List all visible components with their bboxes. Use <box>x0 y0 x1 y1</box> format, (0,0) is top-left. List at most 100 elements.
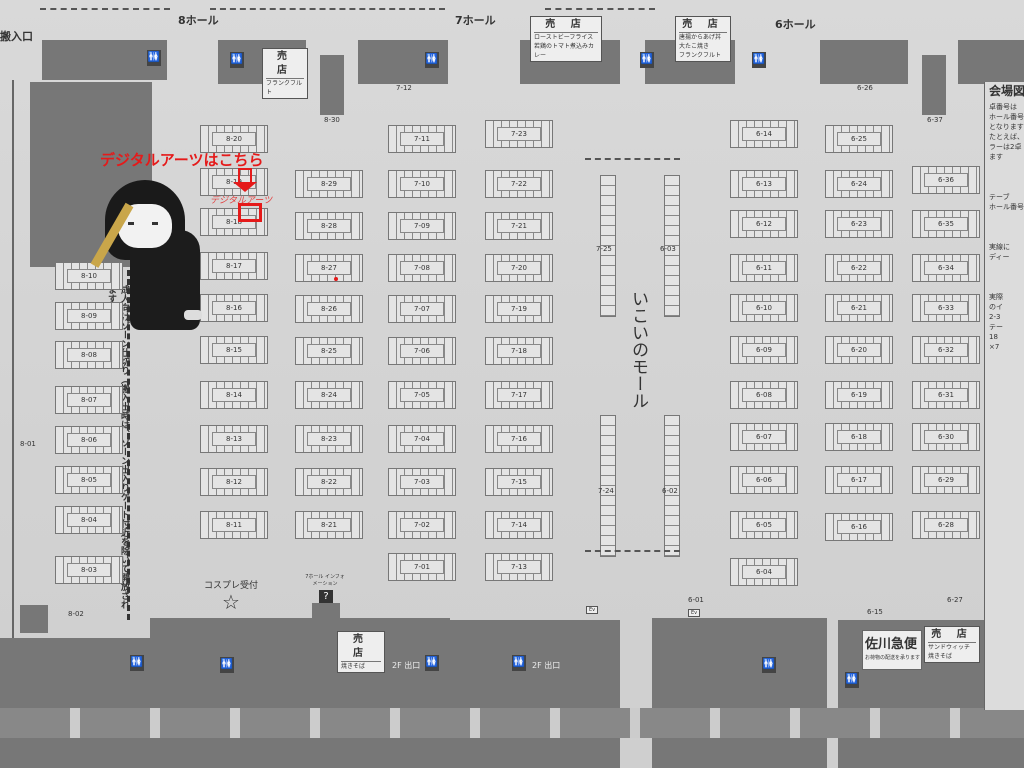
booth-island-7-16: 7-16 <box>485 425 553 453</box>
mall-arrow <box>585 158 680 160</box>
panel-line: ディー <box>989 253 1010 261</box>
panel-line: ホール番号 <box>989 203 1024 211</box>
booth-island-7-14: 7-14 <box>485 511 553 539</box>
island-label: 8-24 <box>307 388 351 402</box>
wall-block <box>0 638 150 768</box>
booth-island-7-20: 7-20 <box>485 254 553 282</box>
panel-line: 実線に <box>989 243 1010 251</box>
booth-island-8-21: 8-21 <box>295 511 363 539</box>
restroom-icon: 🚻 <box>230 52 244 68</box>
island-label: 7-10 <box>400 177 444 191</box>
island-label: 7-23 <box>497 127 541 141</box>
booth-island-7-21: 7-21 <box>485 212 553 240</box>
elevator-label: Ev <box>688 609 701 617</box>
booth-island-7-22: 7-22 <box>485 170 553 198</box>
island-label: 6-34 <box>924 261 968 275</box>
panel-line: 実際 <box>989 293 1003 301</box>
island-label: 6-26 <box>857 84 873 92</box>
island-label: 6-22 <box>837 261 881 275</box>
wall-block <box>958 40 1024 84</box>
booth-island-6-07: 6-07 <box>730 423 798 451</box>
restroom-icon: 🚻 <box>147 50 161 66</box>
booth-strip-6-03 <box>664 175 680 317</box>
booth-island-7-06: 7-06 <box>388 337 456 365</box>
booth-island-7-04: 7-04 <box>388 425 456 453</box>
shop-item: 焼きそば <box>928 653 953 660</box>
booth-island-8-04: 8-04 <box>55 506 123 534</box>
panel-line: 2-3 <box>989 313 1001 321</box>
island-label: 8-20 <box>212 132 256 146</box>
island-label: 8-22 <box>307 475 351 489</box>
arrow-head <box>233 182 257 192</box>
island-label: 6-16 <box>837 520 881 534</box>
booth-island-8-26: 8-26 <box>295 295 363 323</box>
island-label: 6-03 <box>660 245 676 253</box>
island-label: 7-08 <box>400 261 444 275</box>
shop-1: 売 店フランクフルト <box>262 48 308 99</box>
exit-label: 2F 出口 <box>392 661 421 670</box>
booth-island-6-08: 6-08 <box>730 381 798 409</box>
wall-block <box>652 618 827 768</box>
booth-island-8-11: 8-11 <box>200 511 268 539</box>
island-label: 7-16 <box>497 432 541 446</box>
island-label: 7-18 <box>497 344 541 358</box>
star-icon: ☆ <box>222 590 240 614</box>
booth-island-8-23: 8-23 <box>295 425 363 453</box>
island-label: 7-02 <box>400 518 444 532</box>
booth-island-6-33: 6-33 <box>912 294 980 322</box>
booth-island-6-32: 6-32 <box>912 336 980 364</box>
island-label: 6-08 <box>742 388 786 402</box>
island-label: 7-07 <box>400 302 444 316</box>
island-label: 8-02 <box>68 610 84 618</box>
panel-line: ラーは2卓 <box>989 143 1022 151</box>
booth-island-6-18: 6-18 <box>825 423 893 451</box>
island-label: 6-23 <box>837 217 881 231</box>
booth-island-7-15: 7-15 <box>485 468 553 496</box>
island-label: 6-30 <box>924 430 968 444</box>
booth-island-8-18: 8-18 <box>200 208 268 236</box>
island-label: 7-01 <box>400 560 444 574</box>
island-label: 8-21 <box>307 518 351 532</box>
shop-title: 売 店 <box>341 633 381 662</box>
shop-title: 売 店 <box>266 50 304 79</box>
shop-2: 売 店ローストビーフライス若鶏のトマト煮込みカレー <box>530 16 602 62</box>
shop-item: サンドウィッチ <box>928 644 971 651</box>
sagawa-sign: 佐川急便 お荷物の配送を承ります <box>862 630 922 670</box>
booth-island-7-13: 7-13 <box>485 553 553 581</box>
figurine-eye <box>152 222 158 225</box>
shop-item: フランクフルト <box>679 52 722 59</box>
shop-title: 売 店 <box>679 18 727 33</box>
booth-island-7-05: 7-05 <box>388 381 456 409</box>
booth-island-7-01: 7-01 <box>388 553 456 581</box>
booth-island-8-06: 8-06 <box>55 426 123 454</box>
booth-island-8-27: 8-27 <box>295 254 363 282</box>
island-label: 8-18 <box>212 215 256 229</box>
island-label: 8-27 <box>307 261 351 275</box>
booth-island-6-34: 6-34 <box>912 254 980 282</box>
pillar-8-30 <box>320 55 344 115</box>
booth-island-7-17: 7-17 <box>485 381 553 409</box>
booth-island-6-36: 6-36 <box>912 166 980 194</box>
panel-line: ×7 <box>989 343 1000 351</box>
pillar-6-37 <box>922 55 946 115</box>
shop-title: 売 店 <box>534 18 598 33</box>
booth-island-8-22: 8-22 <box>295 468 363 496</box>
island-label: 8-04 <box>67 513 111 527</box>
question-icon: ? <box>319 590 333 603</box>
booth-island-6-19: 6-19 <box>825 381 893 409</box>
booth-island-6-14: 6-14 <box>730 120 798 148</box>
mall-arrow <box>585 550 680 552</box>
booth-island-8-14: 8-14 <box>200 381 268 409</box>
booth-island-8-07: 8-07 <box>55 386 123 414</box>
island-label: 6-21 <box>837 301 881 315</box>
figurine <box>90 180 220 340</box>
booth-island-8-08: 8-08 <box>55 341 123 369</box>
restroom-icon: 🚻 <box>130 655 144 671</box>
shop-5: 売 店サンドウィッチ焼きそば <box>924 626 980 663</box>
restroom-icon: 🚻 <box>752 52 766 68</box>
island-label: 6-05 <box>742 518 786 532</box>
island-label: 6-37 <box>927 116 943 124</box>
island-label: 6-24 <box>837 177 881 191</box>
booth-island-6-04: 6-04 <box>730 558 798 586</box>
island-label: 6-10 <box>742 301 786 315</box>
